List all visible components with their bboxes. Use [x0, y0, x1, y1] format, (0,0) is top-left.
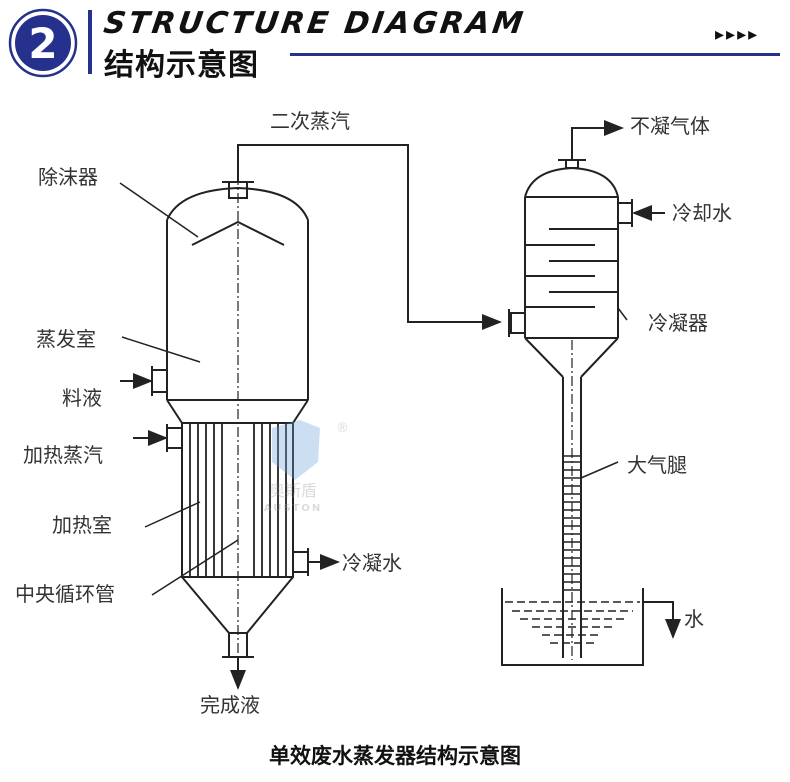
header: 2 STRUCTURE DIAGRAM 结构示意图 ▸▸▸▸ [0, 0, 790, 90]
label-demister: 除沫器 [38, 165, 98, 189]
label-finished-liquid: 完成液 [200, 693, 260, 717]
registered-mark: ® [336, 421, 349, 436]
label-secondary-steam: 二次蒸汽 [270, 109, 350, 133]
badge-number: 2 [28, 19, 57, 68]
label-condenser: 冷凝器 [648, 311, 708, 335]
watermark-en: AUSTON [264, 503, 322, 514]
condenser-vessel [508, 120, 665, 660]
diagram-caption: 单效废水蒸发器结构示意图 [269, 744, 521, 768]
secondary-steam-pipe [237, 144, 502, 330]
evaporator-diagram: 奥斯盾 AUSTON ® 除沫器 二次蒸汽 蒸发室 料液 加热蒸汽 加热室 中央… [15, 109, 732, 717]
label-cooling-water: 冷却水 [672, 201, 732, 225]
label-heating-chamber: 加热室 [52, 513, 112, 537]
label-barometric-leg: 大气腿 [627, 453, 687, 477]
label-heating-steam: 加热蒸汽 [23, 443, 103, 467]
label-evaporation-chamber: 蒸发室 [36, 327, 96, 351]
header-divider [88, 10, 92, 74]
label-feed-liquid: 料液 [62, 386, 102, 410]
water-tank [501, 588, 681, 666]
number-badge-icon: 2 [8, 8, 78, 78]
leader-lines [119, 182, 628, 596]
demister-plate [191, 220, 285, 246]
header-underline [290, 53, 780, 56]
label-condensate-water: 冷凝水 [342, 551, 402, 575]
label-water: 水 [684, 607, 704, 631]
title-chinese: 结构示意图 [104, 48, 259, 83]
watermark-cn: 奥斯盾 [269, 481, 317, 500]
decorative-arrows-icon: ▸▸▸▸ [715, 24, 760, 45]
evaporator-vessel [120, 175, 340, 690]
label-central-tube: 中央循环管 [15, 582, 115, 606]
watermark-logo: 奥斯盾 AUSTON ® [264, 420, 349, 514]
label-non-condensable-gas: 不凝气体 [630, 114, 710, 138]
title-english: STRUCTURE DIAGRAM [101, 6, 528, 41]
heating-tubes [189, 423, 287, 577]
